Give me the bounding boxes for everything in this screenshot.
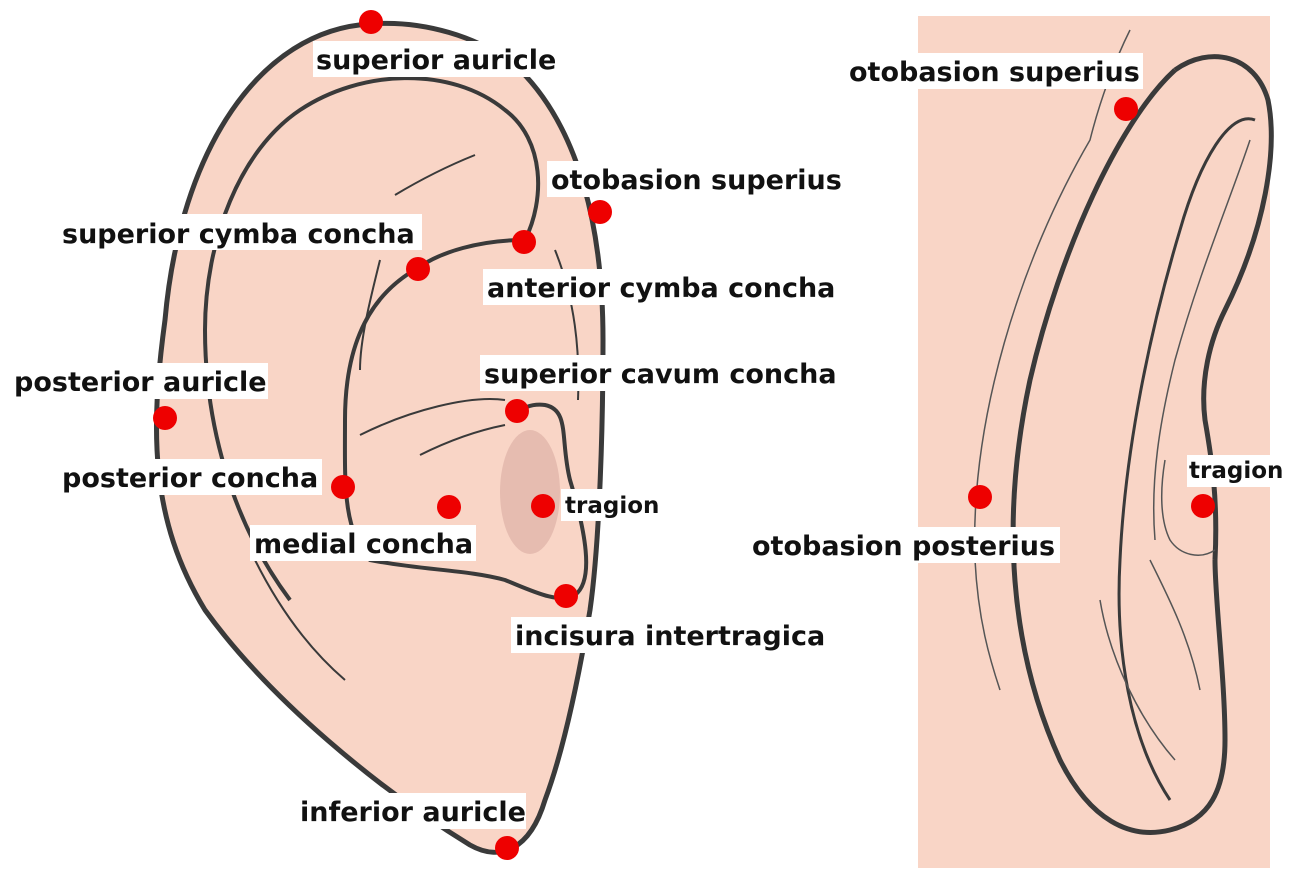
label-posterior-auricle: posterior auricle [14,367,267,398]
label-inferior-auricle: inferior auricle [300,797,526,828]
point-otobasion-superius-profile [1114,97,1138,121]
point-superior-cavum-concha [505,399,529,423]
point-tragion-lateral [531,494,555,518]
label-incisura-intertragica: incisura intertragica [515,621,825,652]
label-otobasion-superius-profile: otobasion superius [849,57,1140,88]
label-tragion-profile: tragion [1189,458,1283,484]
label-anterior-cymba-concha: anterior cymba concha [487,273,835,304]
label-otobasion-superius-lateral: otobasion superius [551,165,842,196]
point-posterior-concha [331,475,355,499]
point-superior-auricle [359,10,383,34]
lateral-ear-view [156,23,603,852]
point-otobasion-superius-lateral [588,200,612,224]
tragus-shade [500,430,560,554]
label-tragion-lateral: tragion [565,493,659,519]
point-anterior-cymba-concha [512,230,536,254]
label-superior-auricle: superior auricle [316,45,556,76]
point-inferior-auricle [495,836,519,860]
label-posterior-concha: posterior concha [62,463,318,494]
label-superior-cavum-concha: superior cavum concha [484,359,837,390]
point-posterior-auricle [153,406,177,430]
point-otobasion-posterius [968,485,992,509]
point-tragion-profile [1191,494,1215,518]
profile-ear-view [918,16,1271,868]
label-superior-cymba-concha: superior cymba concha [62,219,415,250]
point-incisura-intertragica [554,584,578,608]
point-medial-concha [437,495,461,519]
point-superior-cymba-concha [406,257,430,281]
label-otobasion-posterius: otobasion posterius [752,531,1055,562]
label-medial-concha: medial concha [254,529,473,560]
